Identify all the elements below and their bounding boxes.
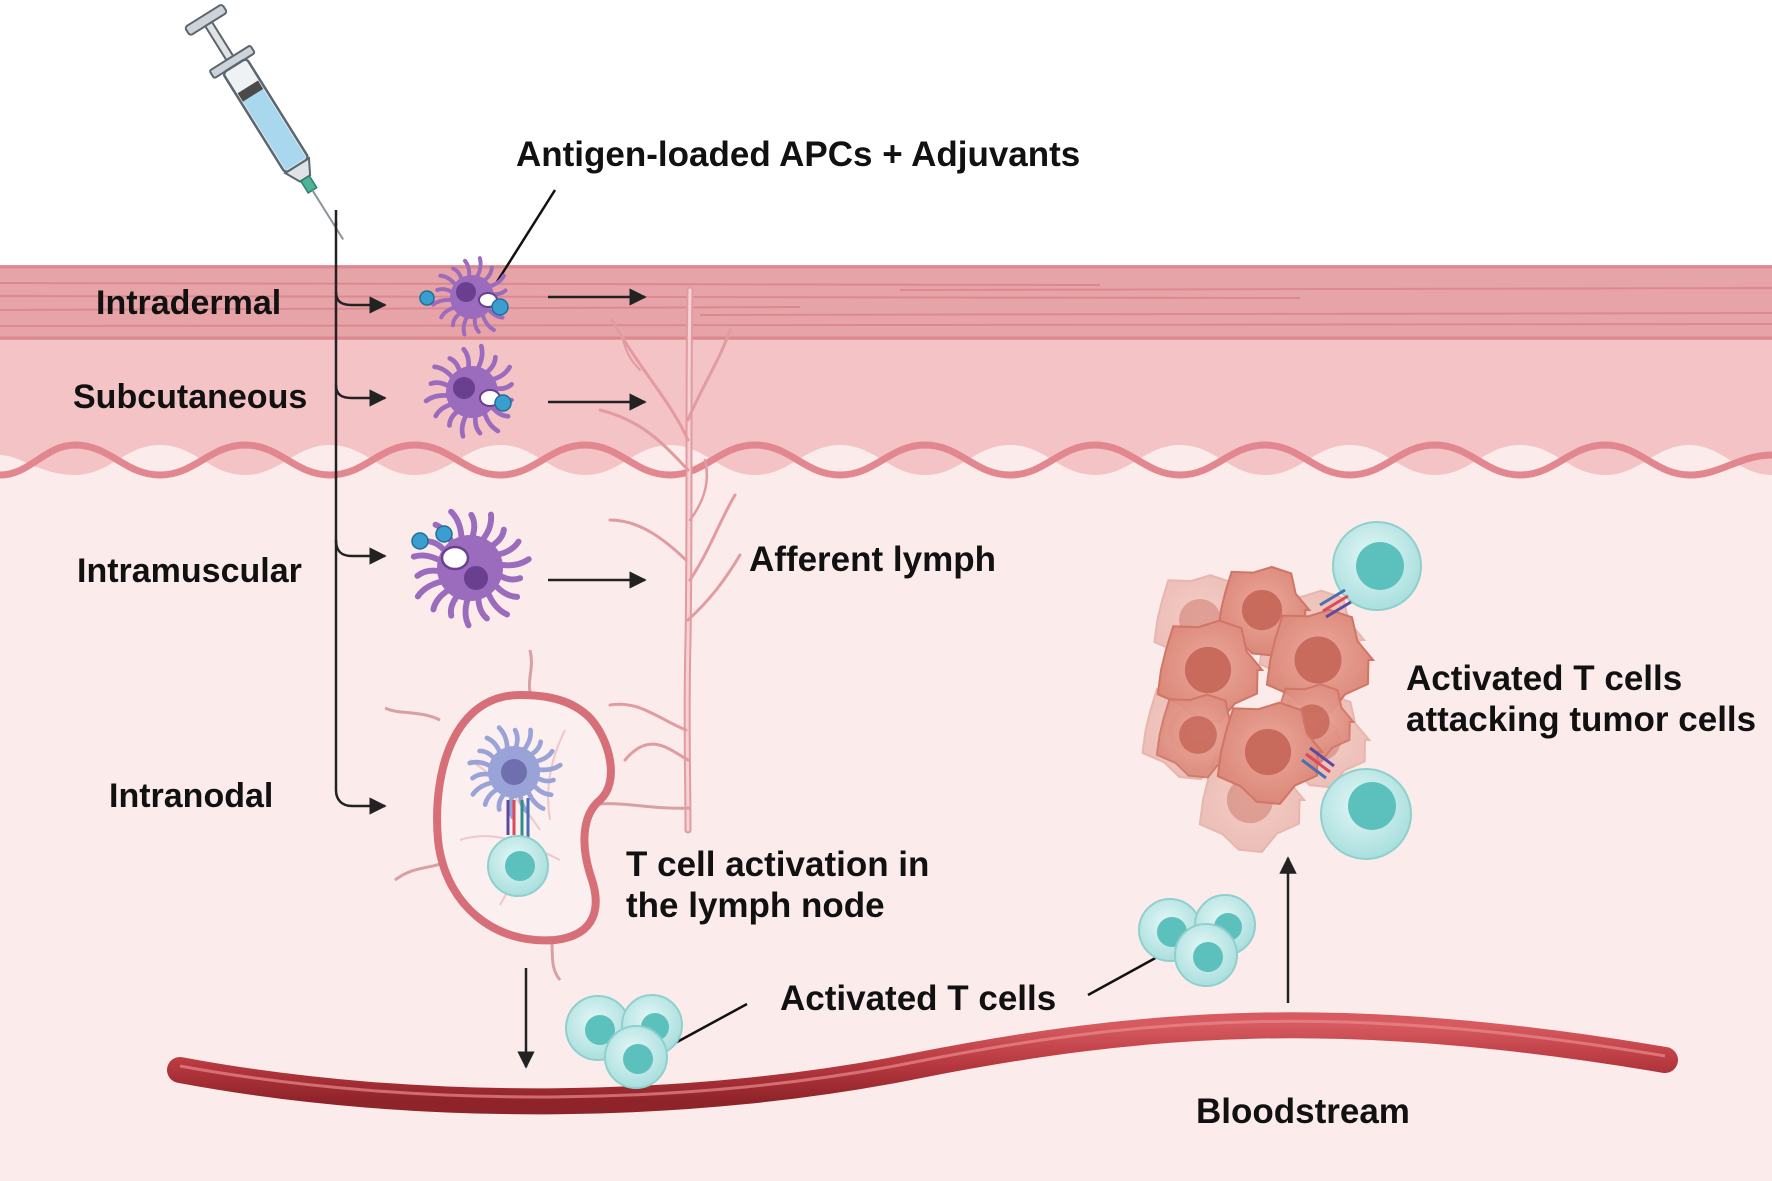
flow-arrows — [517, 288, 1297, 1069]
syringe-icon — [184, 4, 345, 241]
activated-t-cells-group-left — [565, 994, 683, 1089]
bloodstream-label: Bloodstream — [1196, 1092, 1410, 1131]
attacking-t-cell-top — [1319, 521, 1422, 619]
t-cell-activation-label-line2: the lymph node — [626, 886, 885, 925]
activated-t-cells-label: Activated T cells — [780, 979, 1056, 1018]
blood-vessel-highlight — [179, 1019, 1666, 1099]
lymph-node-synapse — [467, 725, 563, 897]
muscle-layer — [0, 430, 1772, 1181]
blood-vessel — [167, 1012, 1678, 1115]
intranodal-label: Intranodal — [109, 777, 273, 815]
epidermis-layer — [0, 265, 1772, 340]
t-cell-activation-label-line1: T cell activation in — [626, 845, 929, 884]
afferent-lymph-vessels — [598, 286, 742, 834]
attacking-label-line2: attacking tumor cells — [1406, 700, 1756, 739]
dermis-wave-edge — [0, 441, 1772, 479]
tumor-cell-cluster — [1141, 565, 1376, 854]
subcutaneous-label: Subcutaneous — [73, 378, 307, 416]
afferent-lymph-label: Afferent lymph — [749, 540, 996, 579]
injection-routes — [334, 222, 387, 815]
intramuscular-label: Intramuscular — [77, 552, 302, 590]
antigen-apcs-label: Antigen-loaded APCs + Adjuvants — [516, 135, 1080, 174]
epidermis-striations — [0, 265, 1772, 340]
attacking-label-line1: Activated T cells — [1406, 659, 1682, 698]
activated-t-cells-group-right — [1138, 894, 1256, 987]
attacking-t-cell-bottom — [1301, 746, 1412, 860]
apc-cells — [410, 256, 532, 629]
intradermal-label: Intradermal — [96, 284, 281, 322]
